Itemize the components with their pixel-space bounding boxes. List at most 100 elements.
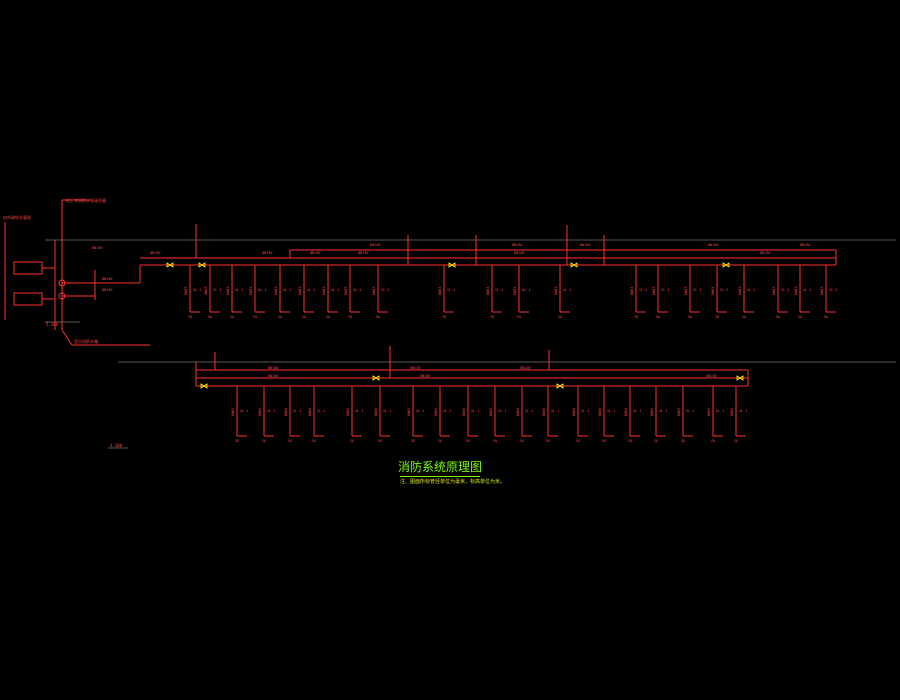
top-note: 地上式消防水泵接合器 [66, 197, 106, 203]
riser-label: XL-1 [803, 288, 811, 292]
hydrant-label: SQ [742, 315, 746, 319]
riser-label: XL-1 [447, 288, 455, 292]
branch-size-label: DN65 [284, 408, 288, 416]
hydrant-branch: DN65 XL-1SQ [346, 386, 363, 443]
elevation-label-upper: 5.300 [46, 322, 59, 327]
riser-label: XL-1 [581, 409, 589, 413]
branch-size-label: DN65 [650, 408, 654, 416]
riser-label: XL-1 [633, 409, 641, 413]
branch-size-label: DN65 [572, 408, 576, 416]
hydrant-branch: DN65 XL-1SQ [407, 386, 424, 443]
branch-size-label: DN65 [794, 287, 798, 295]
riser-label: XL-1 [317, 409, 325, 413]
riser-label: XL-1 [213, 288, 221, 292]
riser-label: XL-1 [258, 288, 266, 292]
branch-size-label: DN65 [308, 408, 312, 416]
pipe-size-label: DN100 [370, 243, 381, 247]
branch-size-label: DN65 [407, 408, 411, 416]
branch-size-label: DN65 [372, 287, 376, 295]
riser-label: XL-1 [686, 409, 694, 413]
hydrant-label: SQ [715, 315, 719, 319]
hydrant-label: SQ [776, 315, 780, 319]
riser-label: XL-1 [495, 288, 503, 292]
inlet-pipework [4, 199, 150, 346]
riser-label: XL-1 [355, 409, 363, 413]
riser-label: XL-1 [443, 409, 451, 413]
riser-label: XL-1 [563, 288, 571, 292]
hydrant-label: SQ [711, 439, 715, 443]
gate-valve-icon [372, 375, 380, 381]
branch-size-label: DN65 [374, 408, 378, 416]
hydrant-label: SQ [253, 315, 257, 319]
left-note: 由市政给水管网 [3, 214, 31, 220]
gate-valve-icon [198, 262, 206, 268]
riser-label: XL-1 [716, 409, 724, 413]
branch-size-label: DN65 [258, 408, 262, 416]
riser-label: XL-1 [267, 409, 275, 413]
branch-size-label: DN65 [684, 287, 688, 295]
hydrant-label: SQ [411, 439, 415, 443]
bottom-note: 室内消防水箱 [74, 338, 98, 344]
hydrant-label: SQ [350, 439, 354, 443]
valve-markers [166, 262, 744, 389]
lower-branches: DN65 XL-1SQ DN65 XL-1SQ DN65 XL-1SQ DN65 XL-1SQ… [231, 386, 747, 443]
branch-size-label: DN65 [630, 287, 634, 295]
hydrant-label: SQ [278, 315, 282, 319]
branch-size-label: DN65 [438, 287, 442, 295]
hydrant-label: SQ [348, 315, 352, 319]
pipe-size-label: DN150 [410, 366, 421, 370]
hydrant-label: SQ [230, 315, 234, 319]
elevation-label-lower: 4.300 [110, 443, 123, 448]
branch-size-label: DN65 [711, 287, 715, 295]
riser-label: XL-1 [829, 288, 837, 292]
riser-label: XL-1 [781, 288, 789, 292]
riser-label: XL-1 [235, 288, 243, 292]
hydrant-label: SQ [493, 439, 497, 443]
branch-size-label: DN65 [820, 287, 824, 295]
hydrant-label: SQ [688, 315, 692, 319]
pipe-size-label: DN150 [800, 243, 811, 247]
hydrant-label: SQ [490, 315, 494, 319]
hydrant-label: SQ [654, 439, 658, 443]
hydrant-label: SQ [302, 315, 306, 319]
riser-label: XL-1 [551, 409, 559, 413]
pipe-size-label: DN150 [262, 251, 273, 255]
branch-size-label: DN65 [598, 408, 602, 416]
branch-size-label: DN65 [516, 408, 520, 416]
riser-label: XL-1 [416, 409, 424, 413]
hydrant-label: SQ [520, 439, 524, 443]
branch-size-label: DN65 [624, 408, 628, 416]
upper-pipe-network [95, 224, 837, 284]
hydrant-label: SQ [546, 439, 550, 443]
drawing-caption: 消防系统原理图 [360, 458, 520, 477]
hydrant-label: SQ [602, 439, 606, 443]
hydrant-label: SQ [656, 315, 660, 319]
riser-label: XL-1 [525, 409, 533, 413]
pipe-size-label: DN150 [706, 374, 717, 378]
branch-size-label: DN65 [346, 408, 350, 416]
riser-label: XL-1 [693, 288, 701, 292]
hydrant-label: SQ [466, 439, 470, 443]
riser-label: XL-1 [747, 288, 755, 292]
